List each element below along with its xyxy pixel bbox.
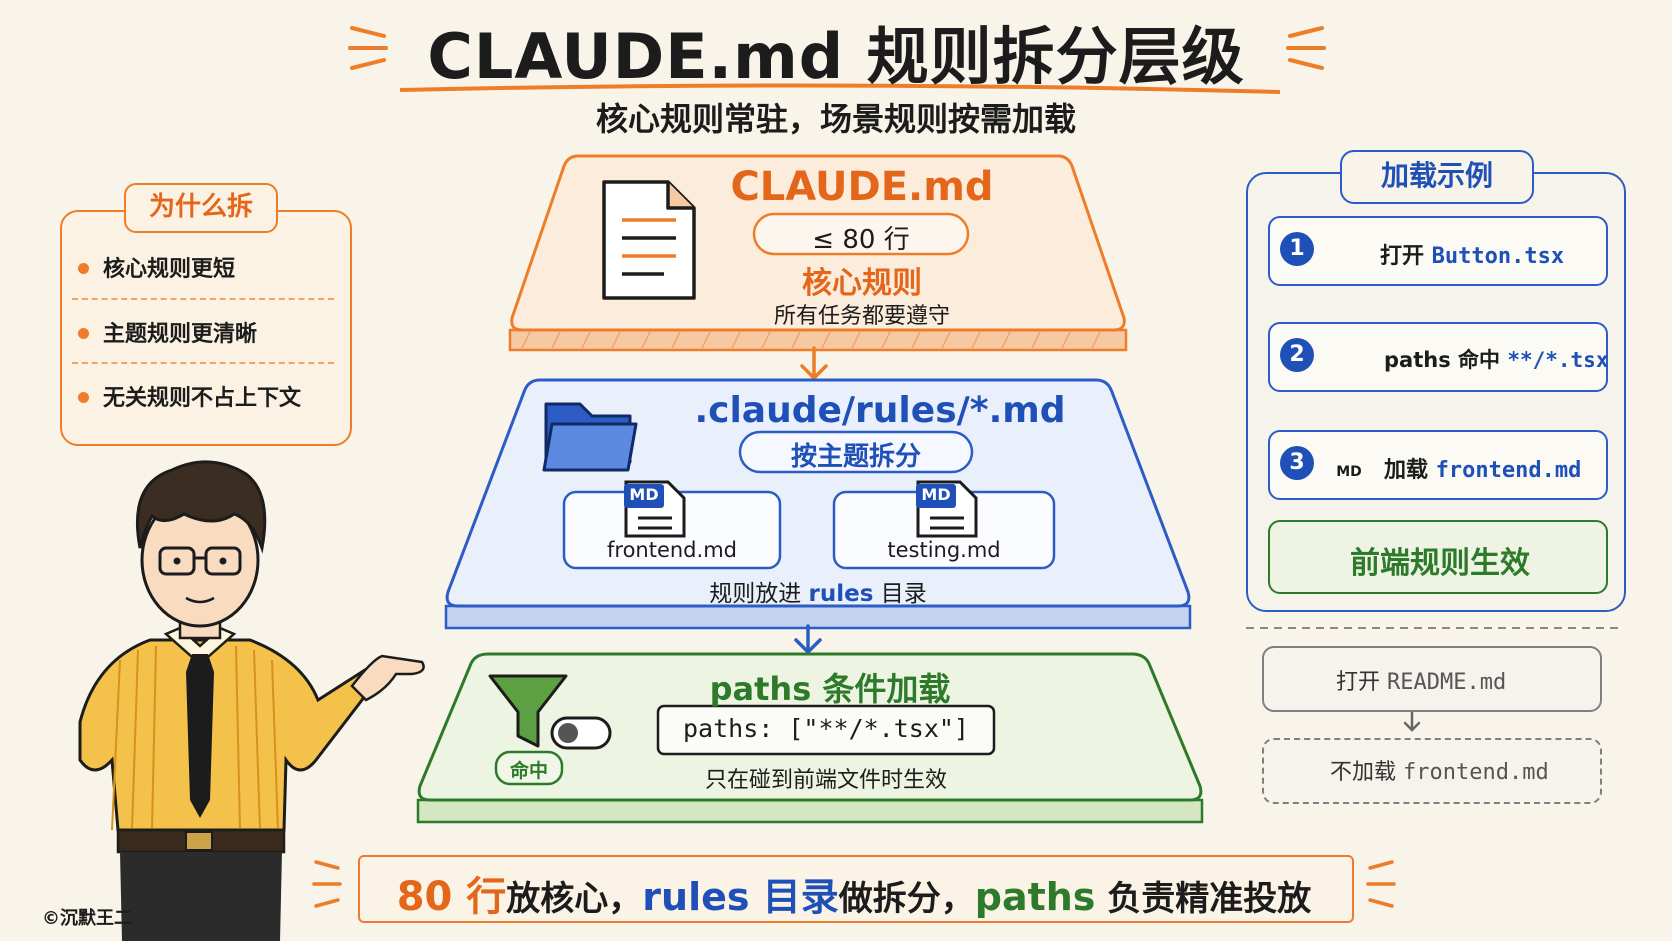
arrow-core-to-rules [800, 346, 828, 381]
rules-desc-code: rules [808, 581, 874, 607]
rules-desc-pre: 规则放进 [709, 581, 809, 607]
why-item: 主题规则更清晰 [78, 316, 257, 348]
core-label: 核心规则 [802, 266, 922, 301]
neg-result-text: 不加载 frontend.md [1330, 754, 1549, 786]
title-underline [399, 83, 1281, 94]
document-icon [602, 180, 696, 300]
neg-open-text: 打开 README.md [1336, 664, 1506, 696]
result-ok-label: 前端规则生效 [1350, 546, 1530, 581]
example-step-3 [1268, 430, 1608, 500]
step-label-1: 打开 [1380, 244, 1432, 269]
example-tag: 加载示例 [1340, 150, 1534, 204]
bullet-dot [78, 391, 89, 403]
why-divider [72, 362, 334, 364]
core-desc: 所有任务都要遵守 [773, 304, 950, 329]
paths-title: paths 条件加载 [660, 664, 1000, 710]
funnel-icon [488, 674, 568, 748]
credit-text: ©沉默王二 [42, 908, 132, 929]
footer-part-5: paths [974, 875, 1096, 919]
step-code-1: Button.tsx [1431, 244, 1565, 269]
step-text-2: paths 命中 **/*.tsx [1384, 344, 1608, 374]
example-step-1 [1268, 216, 1608, 286]
page-title: CLAUDE.md 规则拆分层级 [427, 20, 1245, 93]
footer-part-3: rules 目录 [642, 875, 839, 919]
core-layer-name: CLAUDE.md [730, 164, 994, 210]
footer-text: 80 行放核心，rules 目录做拆分，paths 负责精准投放 [358, 864, 1350, 922]
step3-md-badge: MD [1336, 464, 1362, 480]
paths-desc: 只在碰到前端文件时生效 [704, 768, 947, 793]
title-sparks-right [1286, 26, 1326, 70]
md-badge-testing: MD [921, 485, 951, 504]
title-sparks-left [348, 26, 388, 70]
footer-part-1: 80 行 [396, 874, 507, 920]
presenter-illustration [78, 460, 425, 941]
md-badge-frontend: MD [629, 485, 659, 504]
limit-pill-bg [752, 212, 970, 256]
toggle-switch-icon [550, 716, 612, 750]
neg-result-file: frontend.md [1403, 760, 1549, 785]
why-tag: 为什么拆 [124, 183, 278, 233]
step-label-2: paths 命中 [1384, 348, 1508, 372]
result-ok-box [1268, 520, 1608, 594]
neg-open-label: 打开 [1336, 670, 1387, 695]
why-item-label: 主题规则更清晰 [103, 322, 258, 347]
bullet-dot [78, 327, 89, 339]
page-subtitle: 核心规则常驻，场景规则按需加载 [595, 100, 1076, 138]
step-text-1: 打开 Button.tsx [1380, 238, 1564, 270]
neg-result-box [1262, 738, 1602, 804]
footer-part-6: 负责精准投放 [1095, 879, 1312, 919]
neg-result-label: 不加载 [1330, 760, 1403, 785]
step-code-3: frontend.md [1435, 458, 1582, 483]
footer-part-4: 做拆分， [838, 879, 975, 919]
md-badge-testing-bg [916, 484, 956, 508]
step-label-3: 加载 [1384, 458, 1436, 483]
rules-path: .claude/rules/*.md [694, 390, 1066, 431]
md-badge-frontend-bg [624, 484, 664, 508]
arrow-rules-to-paths [794, 624, 822, 655]
why-panel [60, 210, 352, 446]
step-code-2: **/*.tsx [1507, 348, 1609, 372]
rules-desc-post: 目录 [873, 581, 927, 607]
neg-arrow [1403, 708, 1421, 732]
rules-desc: 规则放进 rules 目录 [620, 574, 1016, 608]
hit-pill-bg [494, 750, 564, 786]
step-text-3: 加载 frontend.md [1384, 452, 1581, 484]
neg-open-file: README.md [1387, 670, 1507, 695]
rules-label-pill-bg [738, 430, 974, 474]
paths-title-rest: 条件加载 [811, 670, 951, 708]
neg-open-box [1262, 646, 1602, 712]
paths-title-code: paths [709, 670, 812, 708]
config-box [656, 704, 996, 756]
why-item-label: 无关规则不占上下文 [103, 386, 302, 411]
core-limit: ≤ 80 行 [812, 225, 910, 255]
step-number-3: 3 [1280, 446, 1314, 480]
bullet-dot [78, 262, 89, 274]
footer-banner [358, 855, 1354, 923]
file-name-testing: testing.md [887, 538, 1001, 562]
footer-part-2: 放核心， [506, 879, 643, 919]
example-step-2 [1268, 322, 1608, 392]
folder-icon [542, 402, 638, 472]
rules-label: 按主题拆分 [790, 442, 921, 472]
why-item-label: 核心规则更短 [103, 257, 236, 282]
why-item: 核心规则更短 [78, 251, 235, 283]
footer-sparks [312, 860, 1396, 908]
paths-hit-label: 命中 [509, 760, 548, 782]
step-number-1: 1 [1280, 232, 1314, 266]
file-name-frontend: frontend.md [607, 538, 737, 562]
step-number-2: 2 [1280, 338, 1314, 372]
why-item: 无关规则不占上下文 [78, 380, 301, 412]
paths-config: paths: ["**/*.tsx"] [683, 714, 969, 743]
why-divider [72, 298, 334, 300]
